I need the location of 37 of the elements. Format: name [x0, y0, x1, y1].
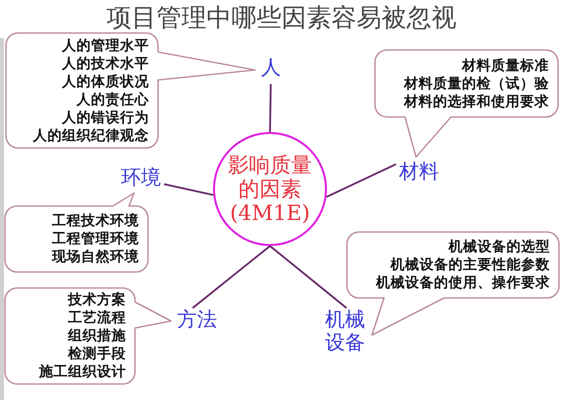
bubble-text: 工程管理环境	[52, 230, 139, 248]
factor-label: 方法	[174, 308, 220, 334]
speech-bubble	[347, 232, 559, 335]
speech-bubble	[6, 33, 255, 148]
bubble-text: 组织措施	[68, 327, 126, 345]
bubble-text: 人的体质状况	[62, 72, 149, 90]
diagram-title: 项目管理中哪些因素容易被忽视	[106, 2, 458, 34]
bubble-text: 人的错误行为	[62, 108, 149, 126]
connector-line	[192, 245, 271, 309]
connector-line	[326, 163, 396, 198]
bubble-text: 工程技术环境	[52, 212, 139, 230]
bubble-text: 工艺流程	[68, 309, 126, 327]
bubble-text: 材料的选择和使用要求	[404, 92, 549, 110]
bubble-text: 检测手段	[68, 345, 126, 363]
factor-label: 机械设备	[322, 308, 368, 356]
bubble-text: 机械设备的使用、操作要求	[376, 274, 550, 292]
bubble-text: 人的组织纪律观念	[33, 126, 149, 144]
bubble-text: 机械设备的选型	[448, 238, 550, 256]
connector-line	[269, 245, 348, 309]
bubble-text: 人的责任心	[76, 90, 149, 108]
center-title: 影响质量的因素(4M1E)	[227, 153, 313, 225]
bubble-text: 人的管理水平	[62, 36, 149, 54]
factor-label: 环境	[118, 166, 164, 192]
bubble-text: 人的技术水平	[62, 54, 149, 72]
bubble-text: 机械设备的主要性能参数	[390, 256, 550, 274]
bubble-text: 技术方案	[68, 291, 126, 309]
speech-bubble	[375, 50, 558, 157]
bubble-text: 施工组织设计	[39, 363, 126, 381]
factor-label: 材料	[396, 160, 442, 186]
bubble-text: 材料质量的检（试）验	[404, 74, 549, 92]
connector-line	[164, 183, 214, 196]
connector-line	[269, 84, 272, 132]
bubble-text: 现场自然环境	[52, 248, 139, 266]
bubble-text: 材料质量标准	[462, 56, 549, 74]
speech-bubble	[5, 288, 171, 384]
factor-label: 人	[258, 56, 284, 84]
speech-bubble	[5, 193, 148, 272]
